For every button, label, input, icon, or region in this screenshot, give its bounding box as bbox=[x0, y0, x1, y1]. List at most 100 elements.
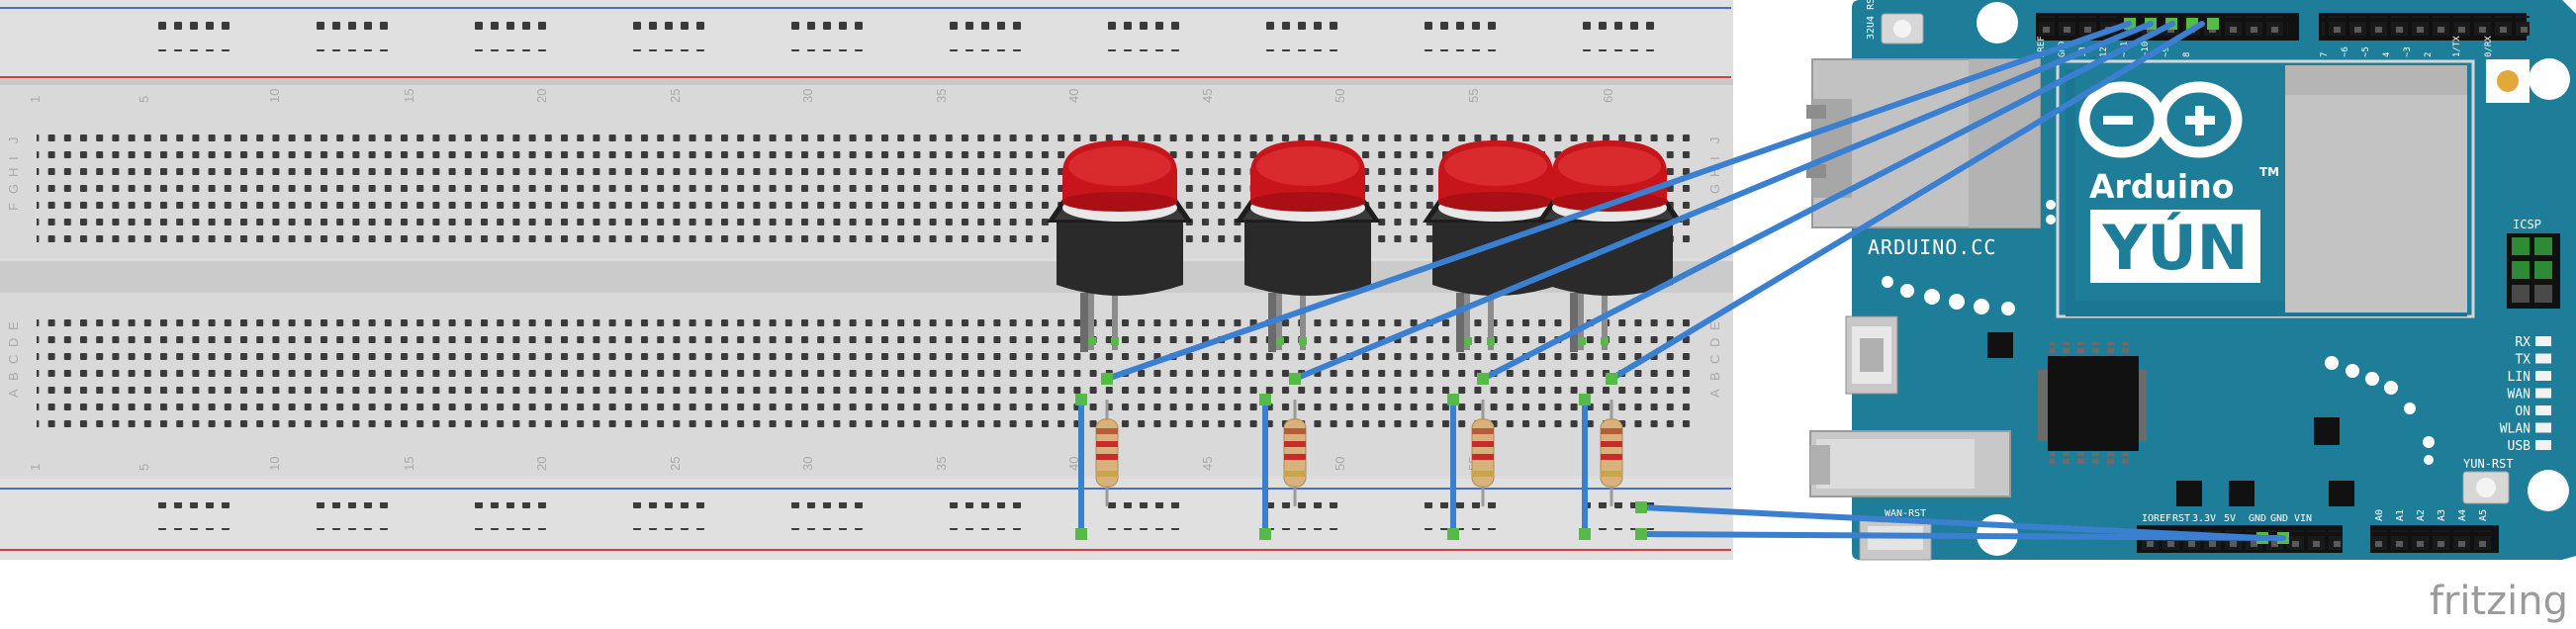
column-number-bottom: 45 bbox=[1200, 457, 1215, 471]
pushbutton bbox=[1047, 140, 1193, 352]
digital-pin-label: AREF bbox=[2037, 36, 2047, 57]
minus-icon bbox=[2103, 116, 2133, 125]
digital-pin-label: 8 bbox=[2182, 52, 2192, 57]
row-letter-left: B bbox=[6, 372, 21, 381]
row-letter-left: C bbox=[6, 355, 21, 364]
icsp-label: ICSP bbox=[2513, 218, 2541, 231]
analog-pin-label: A4 bbox=[2457, 509, 2468, 521]
column-number-bottom: 20 bbox=[534, 457, 549, 471]
micro-usb-port bbox=[1845, 315, 1898, 395]
status-led-label: USB bbox=[2508, 439, 2531, 454]
resistor-band bbox=[1096, 428, 1118, 434]
microcontroller-chip bbox=[2038, 342, 2147, 466]
resistor bbox=[1600, 400, 1623, 506]
digital-pin-label: ~10 bbox=[2141, 42, 2151, 57]
resistor-band bbox=[1601, 471, 1622, 477]
button-cap-highlight bbox=[1444, 146, 1547, 186]
column-number-top: 35 bbox=[934, 89, 949, 103]
resistor-band bbox=[1284, 441, 1306, 447]
pin-indicator bbox=[1464, 337, 1472, 345]
button-cap-highlight bbox=[1256, 146, 1359, 186]
breadboard bbox=[0, 0, 1733, 560]
pushbutton bbox=[1235, 140, 1381, 352]
row-letter-right: I bbox=[1707, 156, 1722, 160]
column-number-top: 25 bbox=[668, 89, 683, 103]
resistor-band bbox=[1472, 441, 1494, 447]
column-number-top: 10 bbox=[267, 89, 282, 103]
smd-component bbox=[2329, 481, 2354, 506]
button-cap-edge bbox=[1438, 192, 1553, 212]
resistor-band bbox=[1284, 471, 1306, 477]
column-number-bottom: 10 bbox=[267, 457, 282, 471]
wifi-module-shield bbox=[2285, 65, 2467, 313]
smd-component bbox=[2314, 417, 2340, 445]
trademark-mark: TM bbox=[2259, 165, 2279, 179]
power-pin-label: GND bbox=[2270, 513, 2288, 524]
button-leg-shadow bbox=[1456, 293, 1464, 352]
signal-wire-4 bbox=[1609, 21, 2205, 382]
pin-indicator bbox=[1299, 337, 1307, 345]
power-wire-gnd bbox=[1638, 531, 2286, 541]
resistor-band bbox=[1284, 428, 1306, 434]
smd-component bbox=[2176, 481, 2202, 506]
status-led-label: RX bbox=[2515, 335, 2530, 350]
button-housing bbox=[1546, 223, 1673, 296]
digital-pin-label: 1/TX bbox=[2452, 36, 2462, 57]
resistor-body bbox=[1471, 418, 1495, 488]
power-pin-label: 3.3V bbox=[2192, 513, 2216, 524]
resistor-band bbox=[1284, 454, 1306, 460]
row-letter-right: C bbox=[1707, 355, 1722, 364]
column-number-bottom: 1 bbox=[28, 464, 43, 471]
row-letter-left: F bbox=[6, 203, 21, 211]
pin-indicator bbox=[1088, 337, 1096, 345]
pushbuttons bbox=[1047, 140, 1683, 352]
button-leg bbox=[1578, 287, 1584, 350]
button-leg bbox=[1088, 287, 1094, 350]
column-number-bottom: 35 bbox=[934, 457, 949, 471]
resistor-band bbox=[1472, 428, 1494, 434]
analog-pin-label: A1 bbox=[2395, 509, 2406, 521]
power-pin-label: RST bbox=[2172, 513, 2190, 524]
digital-pin-label: ~5 bbox=[2361, 46, 2371, 57]
antenna-icon bbox=[2497, 70, 2519, 92]
fritzing-watermark: fritzing bbox=[2430, 579, 2568, 624]
row-letter-right: D bbox=[1707, 338, 1722, 347]
digital-pin-label: 4 bbox=[2382, 52, 2392, 57]
status-led bbox=[2535, 388, 2551, 399]
button-cap-highlight bbox=[1558, 146, 1661, 186]
resistor-band bbox=[1601, 441, 1622, 447]
row-letter-right: B bbox=[1707, 372, 1722, 381]
column-number-top: 40 bbox=[1066, 89, 1081, 103]
button-cap-edge bbox=[1250, 192, 1365, 212]
resistor-body bbox=[1095, 418, 1119, 488]
resistor-band bbox=[1601, 454, 1622, 460]
decorative-dots bbox=[1882, 200, 2435, 465]
resistor-band bbox=[1096, 454, 1118, 460]
button-cap-edge bbox=[1062, 192, 1177, 212]
power-pin-label: GND bbox=[2249, 513, 2266, 524]
digital-pin-label: ~3 bbox=[2403, 46, 2413, 57]
button-leg bbox=[1464, 287, 1470, 350]
status-led bbox=[2535, 353, 2551, 364]
button-housing bbox=[1432, 223, 1559, 296]
power-pin-label: 5V bbox=[2224, 513, 2236, 524]
smd-component bbox=[1987, 332, 2013, 358]
row-letter-left: J bbox=[6, 137, 21, 144]
column-number-bottom: 40 bbox=[1066, 457, 1081, 471]
resistor-body bbox=[1600, 418, 1623, 488]
usb-host-port bbox=[1809, 430, 2011, 497]
column-number-bottom: 5 bbox=[137, 464, 151, 471]
button-leg bbox=[1300, 287, 1306, 350]
button-leg bbox=[1112, 287, 1118, 350]
row-letter-left: I bbox=[6, 156, 21, 160]
digital-pin-label: 7 bbox=[2320, 52, 2330, 57]
mount-hole bbox=[2528, 470, 2569, 511]
reset-button-label: 32U4 RST bbox=[1866, 0, 1877, 40]
row-letter-left: D bbox=[6, 338, 21, 347]
resistor-body bbox=[1283, 418, 1307, 488]
signal-wire-1 bbox=[1104, 21, 2132, 382]
button-leg-shadow bbox=[1080, 293, 1088, 352]
